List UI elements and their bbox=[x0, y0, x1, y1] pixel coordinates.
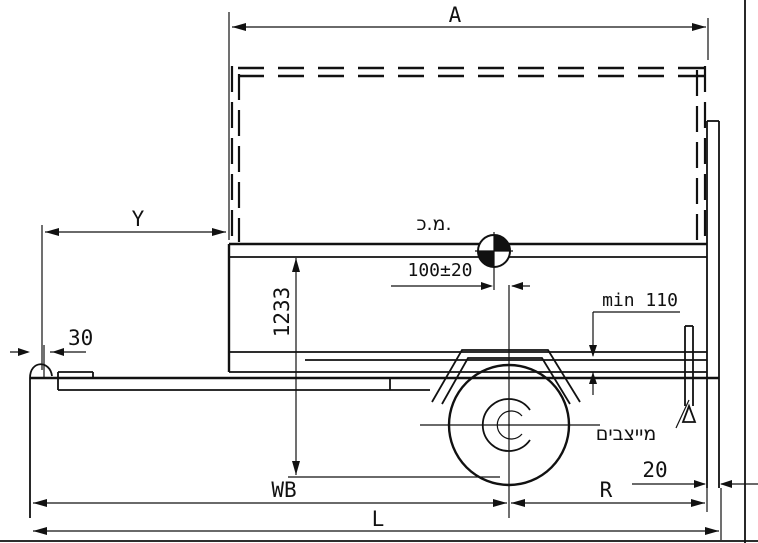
dim-wb-label: WB bbox=[271, 478, 296, 502]
dim-r-label: R bbox=[600, 478, 613, 502]
dim-30-label: 30 bbox=[68, 326, 93, 350]
stabilizer-leg: מייצבים bbox=[596, 325, 697, 445]
min-110-label: min 110 bbox=[602, 290, 678, 311]
dim-20-label: 20 bbox=[642, 458, 667, 482]
wheel bbox=[420, 363, 600, 487]
trailer-body bbox=[227, 242, 707, 373]
rear-post bbox=[706, 120, 720, 488]
dim-a-label: A bbox=[449, 3, 462, 27]
dim-l-label: L bbox=[372, 507, 385, 531]
dimension-1233: 1233 bbox=[270, 258, 500, 478]
center-of-gravity-marker: מ.כ. bbox=[416, 213, 513, 290]
tolerance-dimension: 100±20 bbox=[391, 260, 530, 290]
dim-1233-label: 1233 bbox=[270, 287, 294, 338]
dimension-wb-r: WB R bbox=[33, 478, 708, 512]
stabilizers-label: מייצבים bbox=[596, 423, 657, 445]
min-110-dimension: min 110 bbox=[589, 290, 680, 395]
hitch-coupler bbox=[29, 363, 53, 518]
dim-y-label: Y bbox=[132, 207, 145, 231]
cg-label: מ.כ. bbox=[416, 213, 451, 235]
dimension-l: L bbox=[33, 488, 722, 540]
chassis bbox=[30, 371, 719, 391]
cargo-box-outline bbox=[230, 66, 707, 242]
dimension-a: A bbox=[228, 3, 709, 240]
dimension-y: Y bbox=[41, 207, 226, 370]
dimension-20: 20 bbox=[632, 458, 758, 488]
wheel-fender bbox=[431, 349, 581, 405]
dimension-30: 30 bbox=[10, 326, 93, 378]
tolerance-label: 100±20 bbox=[407, 260, 472, 281]
